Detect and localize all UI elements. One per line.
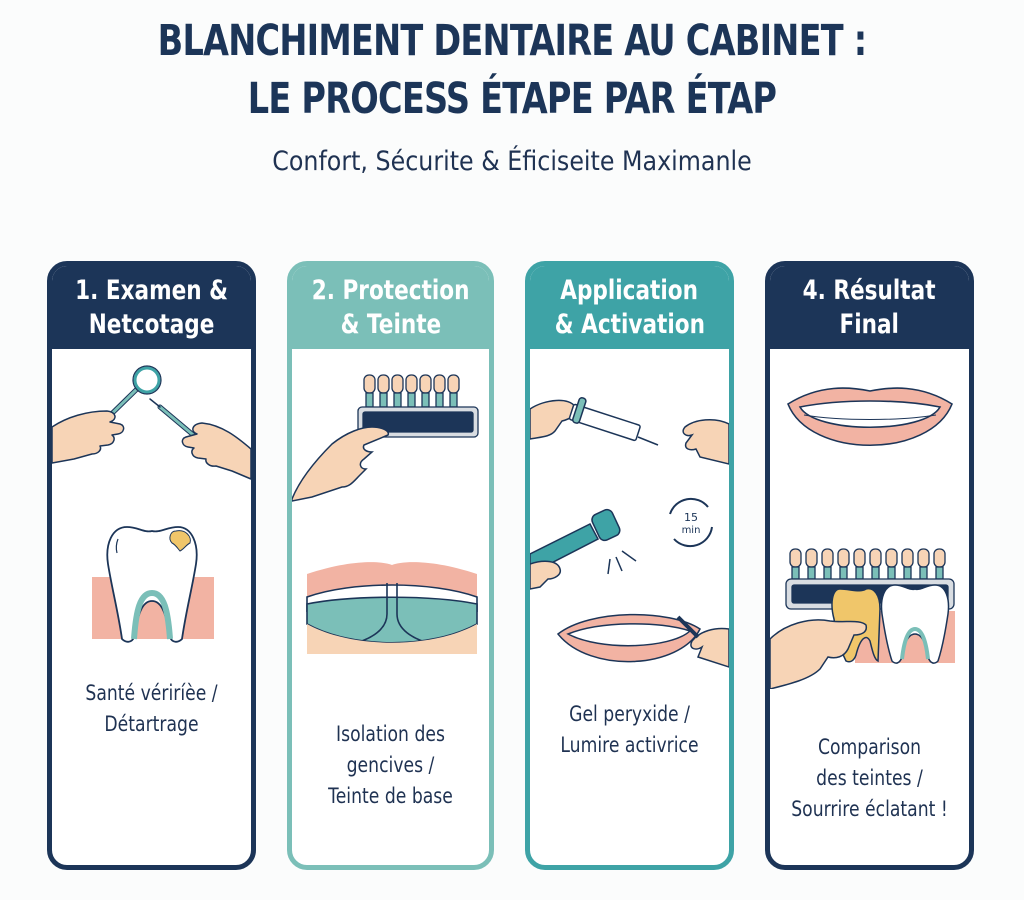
step-4-caption-line-2: des teintes / (816, 766, 923, 790)
step-card-3-application: Application & Activation 15 min (525, 261, 734, 870)
gum-barrier-icon (306, 562, 478, 654)
step-1-title-line-2: Netcotage (88, 308, 215, 340)
page-subtitle: Confort, Sécurite & Éficiseite Maximanle (272, 146, 752, 177)
protection-illustration (292, 374, 479, 654)
step-card-1-examen: 1. Examen & Netcotage Santé vériríèe / D… (47, 261, 256, 870)
step-3-caption: Gel peryxide / Lumire activrice (530, 699, 729, 761)
step-3-title-line-1: Application (560, 274, 699, 306)
svg-text:min: min (682, 525, 701, 536)
white-smile-icon (787, 387, 953, 447)
step-4-title-line-2: Final (839, 308, 900, 340)
step-4-title-line-1: 4. Résultat (803, 274, 936, 306)
syringe-icon (530, 397, 729, 465)
shade-guide-icon (357, 374, 479, 438)
step-3-caption-line-1: Gel peryxide / (569, 702, 690, 726)
smile-with-brush-icon (556, 613, 729, 668)
step-3-title-line-2: & Activation (554, 308, 705, 340)
step-3-caption-line-2: Lumire activrice (560, 733, 699, 757)
step-1-title-line-1: 1. Examen & (75, 274, 228, 306)
step-4-caption-line-3: Sourrire éclatant ! (791, 797, 948, 821)
step-1-header: 1. Examen & Netcotage (52, 266, 251, 349)
step-1-caption-line-1: Santé vériríèe / (85, 681, 218, 705)
step-4-caption-line-1: Comparison (817, 735, 922, 759)
step-card-4-resultat: 4. Résultat Final (765, 261, 974, 870)
left-hand-with-mirror-icon (52, 365, 162, 464)
hand-holding-tooth-icon (770, 619, 868, 689)
step-2-caption-line-2: gencives / (346, 753, 435, 777)
step-2-caption: Isolation des gencives / Teinte de base (292, 719, 489, 812)
page-title-line-2: LE PROCESS ÉTAPE PAR ÉTAP (247, 74, 777, 124)
step-4-caption: Comparison des teintes / Sourrire éclata… (770, 732, 969, 825)
right-hand-with-probe-icon (149, 398, 251, 480)
application-illustration: 15 min (530, 397, 729, 668)
step-2-caption-line-3: Teinte de base (328, 784, 453, 808)
examination-illustration (52, 365, 251, 643)
step-2-header: 2. Protection & Teinte (292, 266, 489, 349)
step-1-caption-line-2: Détartrage (104, 712, 199, 736)
step-2-caption-line-1: Isolation des (336, 722, 445, 746)
white-tooth-icon (880, 584, 950, 664)
step-2-title-line-1: 2. Protection (311, 274, 470, 306)
timer-15-min-icon: 15 min (669, 497, 713, 548)
step-2-title-line-2: & Teinte (340, 308, 441, 340)
hand-holding-guide-icon (292, 426, 390, 502)
tooth-with-tartar-icon (92, 526, 214, 643)
step-card-2-protection: 2. Protection & Teinte (287, 261, 494, 870)
curing-light-icon (530, 508, 637, 590)
page-title-line-1: BLANCHIMENT DENTAIRE AU CABINET : (157, 16, 867, 66)
svg-text:15: 15 (684, 511, 698, 524)
step-4-header: 4. Résultat Final (770, 266, 969, 349)
step-1-caption: Santé vériríèe / Détartrage (52, 678, 251, 740)
result-illustration (770, 387, 955, 689)
step-3-header: Application & Activation (530, 266, 729, 349)
